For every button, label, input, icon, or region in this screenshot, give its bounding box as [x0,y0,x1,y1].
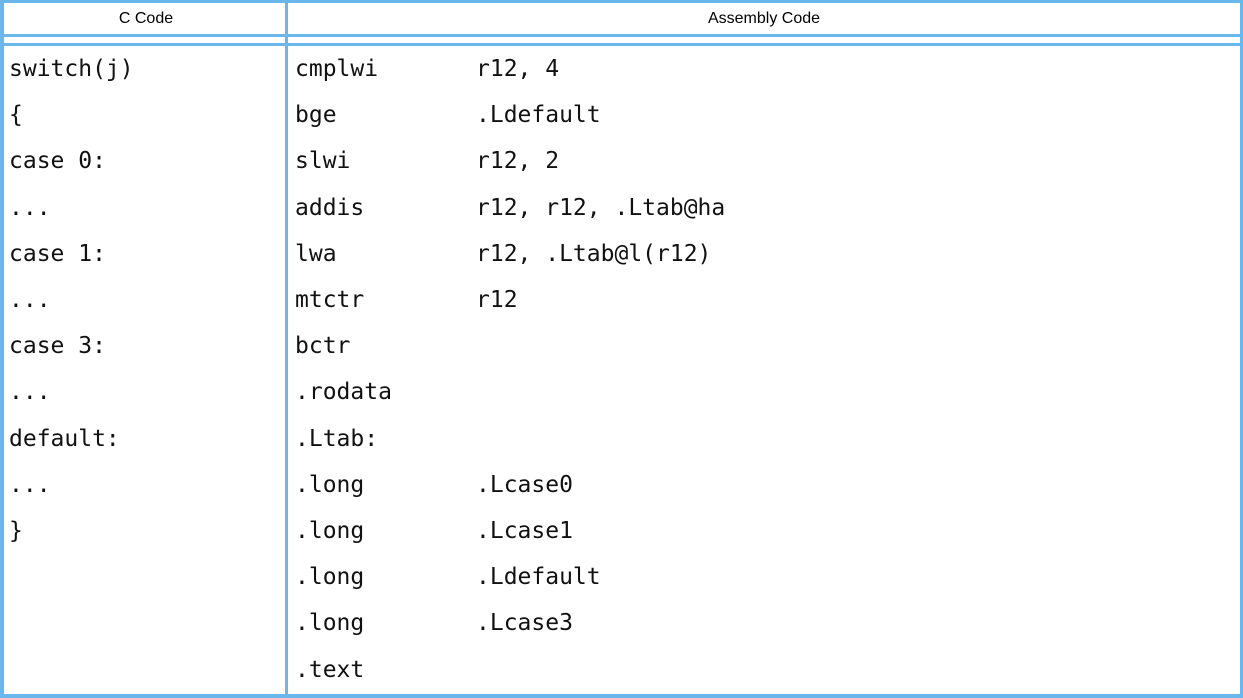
asm-line: addis r12, r12, .Ltab@ha [295,185,1240,231]
header-double-rule [4,34,1240,46]
asm-mnemonic: .rodata [295,379,392,406]
asm-line: cmplwi r12, 4 [295,46,1240,92]
asm-line: mtctr r12 [295,277,1240,323]
asm-mnemonic: .long [295,471,365,498]
code-line: default: [9,425,120,452]
asm-operands: r12, 2 [476,148,560,175]
asm-mnemonic: .long [295,564,365,591]
asm-mnemonic: bge [295,102,337,129]
asm-mnemonic: lwa [295,240,337,267]
asm-mnemonic: addis [295,194,365,221]
asm-mnemonic: .text [295,656,365,683]
header-c-code: C Code [118,9,174,27]
code-line: case 1: [9,240,106,267]
code-line: switch(j) [9,56,134,83]
asm-mnemonic: cmplwi [295,56,379,83]
asm-line: bctr [295,323,1240,369]
assembly-column: cmplwi r12, 4 bge .Ldefault slwi r12, 2 … [288,46,1240,693]
asm-line: .Ltab: [295,416,1240,462]
table-body: switch(j) { case 0: ... case 1: ... case… [4,46,1240,693]
asm-mnemonic: .long [295,517,365,544]
code-line: { [9,102,23,129]
asm-operands: .Lcase0 [476,471,573,498]
asm-line: bge .Ldefault [295,92,1240,138]
asm-operands: .Lcase1 [476,517,573,544]
asm-mnemonic: bctr [295,333,351,360]
asm-operands: .Ldefault [476,564,601,591]
code-line: case 0: [9,148,106,175]
table-header-row: C Code Assembly Code [4,3,1240,34]
code-line: ... [9,287,51,314]
code-line: ... [9,379,51,406]
code-line: case 3: [9,333,106,360]
column-divider [285,3,288,694]
code-line: } [9,517,23,544]
code-line: ... [9,471,51,498]
asm-operands: r12 [476,287,518,314]
asm-mnemonic: .Ltab: [295,425,379,452]
asm-line: .text [295,646,1240,692]
asm-operands: r12, r12, .Ltab@ha [476,194,726,221]
asm-line: .long .Lcase1 [295,508,1240,554]
asm-mnemonic: slwi [295,148,351,175]
asm-line: .long .Lcase3 [295,600,1240,646]
asm-operands: r12, .Ltab@l(r12) [476,240,712,267]
asm-operands: .Ldefault [476,102,601,129]
asm-operands: r12, 4 [476,56,560,83]
c-code-column: switch(j) { case 0: ... case 1: ... case… [4,46,288,693]
asm-line: .long .Lcase0 [295,462,1240,508]
asm-line: .long .Ldefault [295,554,1240,600]
asm-line: lwa r12, .Ltab@l(r12) [295,231,1240,277]
asm-mnemonic: .long [295,610,365,637]
asm-line: slwi r12, 2 [295,138,1240,184]
asm-line: .rodata [295,369,1240,415]
asm-operands: .Lcase3 [476,610,573,637]
asm-mnemonic: mtctr [295,287,365,314]
code-line: ... [9,194,51,221]
header-assembly-code: Assembly Code [707,9,821,27]
